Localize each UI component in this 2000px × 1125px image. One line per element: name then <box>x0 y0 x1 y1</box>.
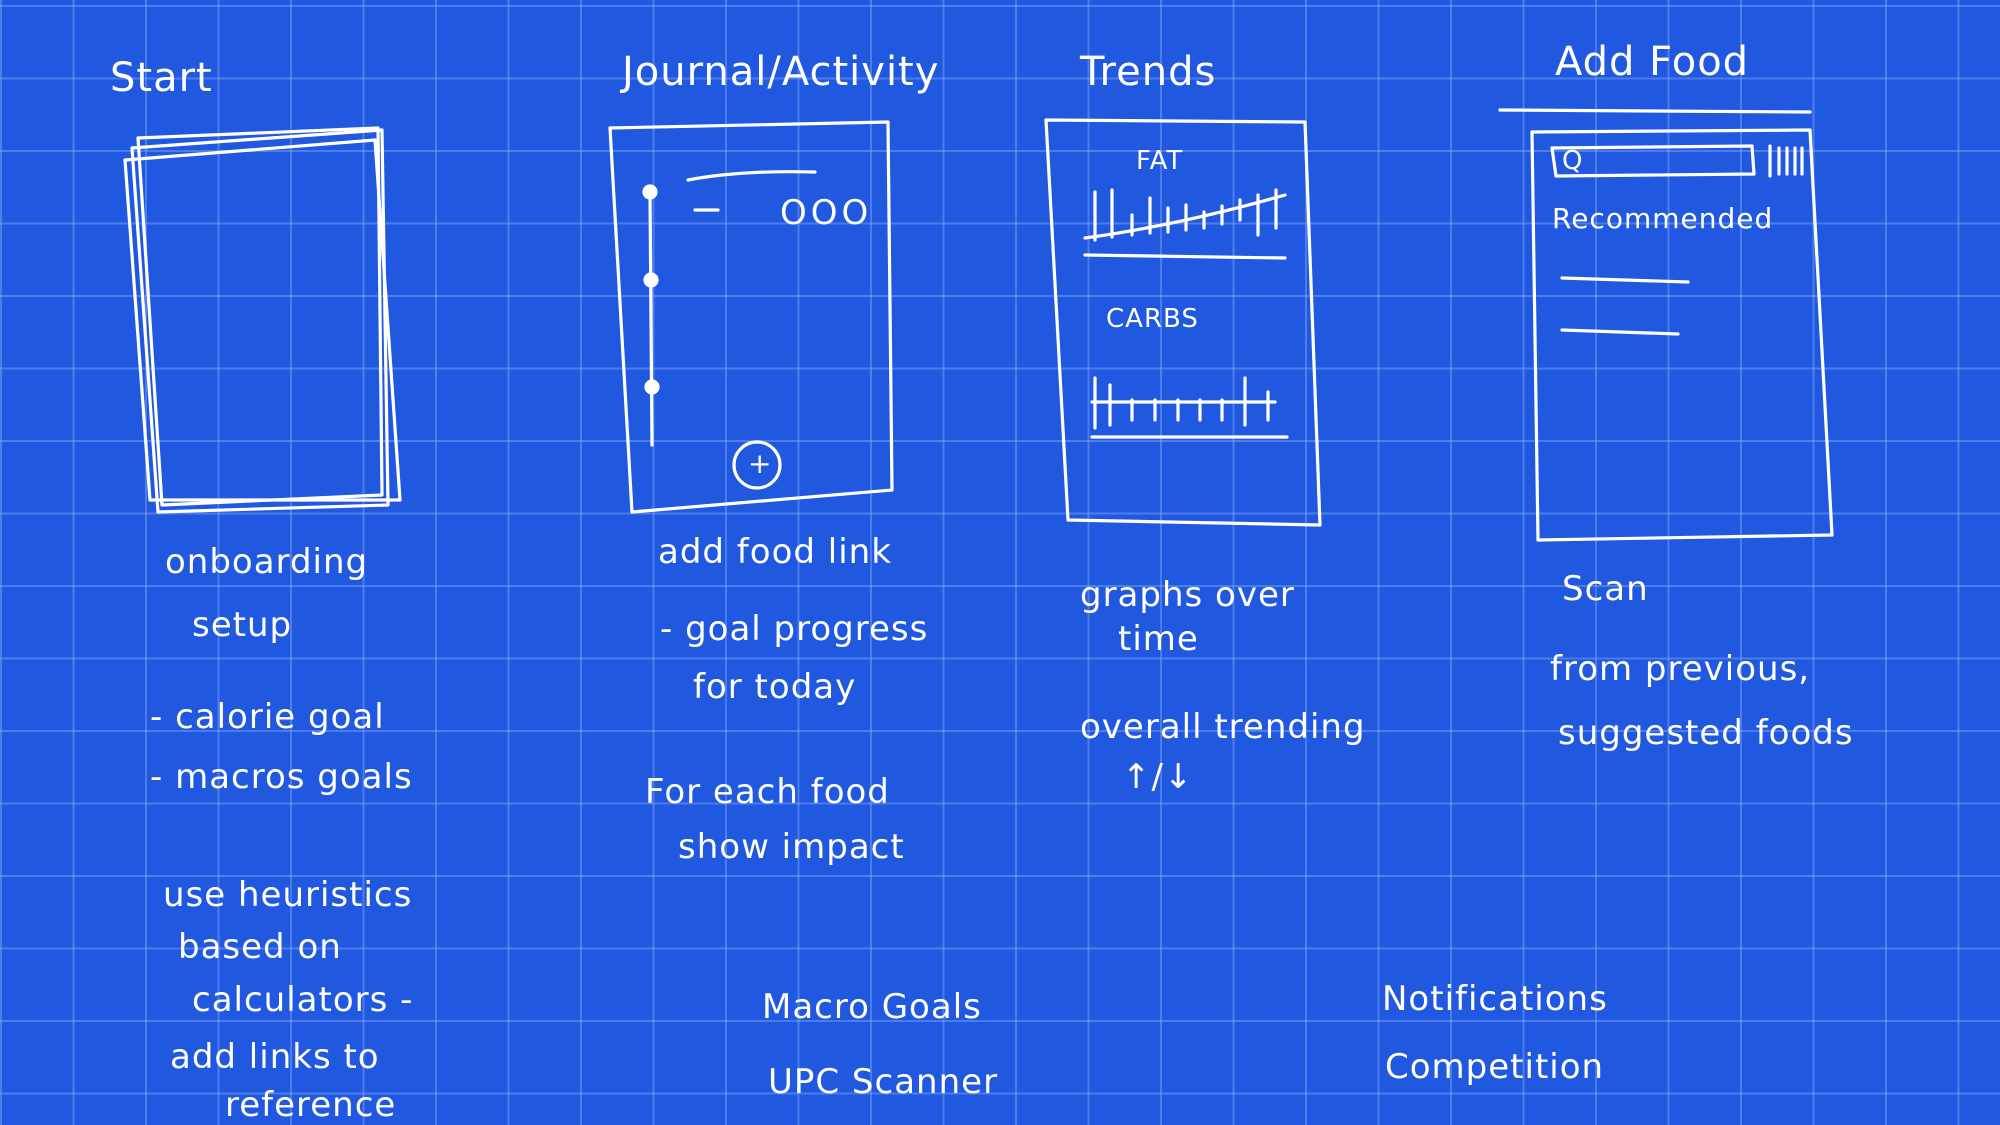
journal-note: show impact <box>678 827 905 867</box>
timeline-dot <box>642 184 658 200</box>
search-icon: Q <box>1562 146 1584 176</box>
row-marker-ooo: OOO <box>780 193 873 233</box>
bottom-list-item: UPC Scanner <box>768 1062 999 1102</box>
carbs-chart-bars <box>1093 376 1270 430</box>
column-title-journal: Journal/Activity <box>622 49 940 95</box>
bottom-list-item: Macro Goals <box>762 987 982 1027</box>
search-field-outline <box>1550 144 1756 178</box>
add-food-screen-sketch <box>1498 108 1834 542</box>
timeline-dot <box>644 379 660 395</box>
start-note: add links to <box>170 1037 380 1077</box>
start-note: calculators - <box>192 980 414 1020</box>
column-title-trends: Trends <box>1080 49 1217 95</box>
fat-chart-label: FAT <box>1136 146 1184 176</box>
fat-chart-baseline <box>1083 253 1287 260</box>
recommended-label: Recommended <box>1552 202 1774 235</box>
trends-note: time <box>1118 619 1199 659</box>
bottom-list-item: Notifications <box>1382 979 1608 1019</box>
start-note: onboarding <box>165 542 369 582</box>
add-food-note: suggested foods <box>1558 713 1854 753</box>
add-food-note: from previous, <box>1550 649 1811 689</box>
carbs-chart-label: CARBS <box>1106 304 1199 334</box>
column-title-add-food: Add Food <box>1555 39 1750 85</box>
bottom-list-item: Competition <box>1385 1047 1605 1087</box>
start-note: use heuristics <box>163 875 413 915</box>
timeline-dot <box>643 272 659 288</box>
start-note: reference <box>225 1085 397 1125</box>
start-note: - calorie goal <box>150 697 385 737</box>
add-food-note: Scan <box>1562 569 1649 609</box>
trends-updown-arrows: ↑/↓ <box>1122 757 1194 797</box>
start-note: based on <box>178 927 342 967</box>
column-title-start: Start <box>110 55 213 101</box>
start-screen-sketch <box>123 126 402 514</box>
fat-chart-bars <box>1093 188 1278 242</box>
trends-note: overall trending <box>1080 707 1366 747</box>
add-food-plus-icon: + <box>748 447 773 480</box>
journal-note: For each food <box>645 772 890 812</box>
journal-note: for today <box>693 667 857 707</box>
barcode-icon <box>1768 144 1804 178</box>
trends-note: graphs over <box>1080 575 1295 615</box>
journal-note: - goal progress <box>660 609 929 649</box>
start-note: - macros goals <box>150 757 413 797</box>
start-note: setup <box>192 605 293 645</box>
trends-screen-sketch <box>1044 118 1322 527</box>
journal-note: add food link <box>658 532 892 572</box>
add-food-plus-circle <box>732 440 782 490</box>
journal-screen-sketch <box>608 120 894 514</box>
